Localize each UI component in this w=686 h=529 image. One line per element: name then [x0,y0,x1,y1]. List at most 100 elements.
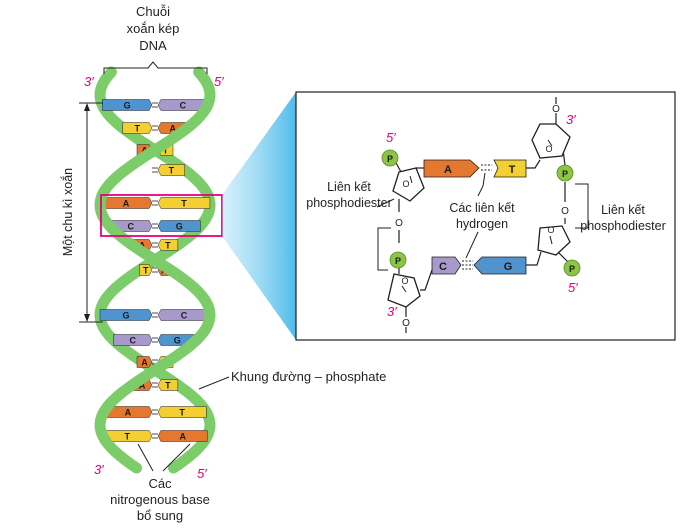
helix-title-line1: Chuỗi [136,4,170,19]
svg-text:C: C [439,261,447,273]
lower-left-sugar-to-c [420,269,433,291]
hydrogen-label-line2: hydrogen [456,217,508,231]
detail-base-thymine: T [493,159,527,178]
base-letter-left: A [141,358,148,368]
detail-bottom-left-prime: 3′ [387,304,397,319]
base-letter-left: T [143,266,149,276]
detail-panel [295,91,676,341]
base-letter-left: C [128,222,135,232]
base-letter-right: T [169,166,175,176]
phosphate-lower-left: P [389,251,407,269]
backbone-pointer [198,376,230,390]
hydrogen-bond-marks [152,409,158,415]
base-letter-left: C [129,336,136,346]
base-left [139,264,153,276]
bases-pointer-left [137,443,154,472]
base-letter-left: G [122,311,129,321]
turn-dimension [79,102,103,323]
hydrogen-bond-marks [152,102,158,108]
hydrogen-bond-marks [152,167,158,173]
hydrogen-bond-marks [152,267,158,273]
svg-text:P: P [395,256,401,266]
detail-hbonds-cg [462,260,473,270]
detail-base-cytosine: C [431,256,462,275]
helix-top-left-prime: 3′ [84,74,94,89]
helix-title-line2: xoắn kép [127,21,180,36]
detail-base-adenine: A [423,159,480,178]
phosphate-upper-right: P [556,164,574,182]
hydrogen-pointer-lower [465,231,479,259]
base-right [157,220,201,232]
left-phosphodiester-pointer [376,198,395,208]
backbone-label: Khung đường – phosphate [231,369,386,384]
base-left [113,334,153,346]
right-phosphodiester-bracket [575,183,589,229]
base-letter-right: T [165,241,171,251]
base-letter-left: T [135,124,141,134]
helix-bottom-left-prime: 3′ [94,462,104,477]
svg-text:G: G [504,261,513,273]
detail-top-left-prime: 5′ [386,130,396,145]
sugar-ring-lower-right [537,225,571,256]
svg-text:A: A [444,164,452,176]
base-left [99,309,153,321]
sugar-ring-upper-right [531,123,571,159]
helix-title-line3: DNA [139,38,167,53]
hydrogen-bond-marks [152,382,158,388]
base-letter-right: G [176,222,183,232]
phosphate-lower-right: P [563,259,581,277]
detail-hbonds-at [481,164,492,171]
base-right [157,164,185,176]
hydrogen-bond-marks [152,200,158,206]
oxygen-ring-lower-right: O [547,225,554,235]
oxygen-link-top: O [552,104,560,115]
base-pair: T [152,164,185,176]
detail-bottom-right-prime: 5′ [568,280,578,295]
helix-top-right-prime: 5′ [214,74,224,89]
left-phosphodiester-label-line2: phosphodiester [306,196,391,210]
base-letter-right: C [180,101,187,111]
base-letter-right: G [174,336,181,346]
oxygen-link-left: O [395,218,403,229]
zoom-wedge [222,92,296,340]
hydrogen-bond-marks [152,337,158,343]
detail-base-guanine: G [473,256,527,275]
oxygen-link-bottom: O [402,318,410,329]
svg-text:P: P [562,169,568,179]
right-phosphodiester-label-line2: phosphodiester [580,219,665,233]
base-left [101,99,153,111]
base-left [122,122,153,134]
hydrogen-bond-marks [152,433,158,439]
left-phosphodiester-bracket [377,227,391,271]
base-right [157,197,211,209]
base-letter-left: A [125,408,132,418]
hydrogen-bond-marks [152,125,158,131]
svg-text:P: P [569,264,575,274]
hydrogen-pointer [477,172,486,197]
hydrogen-bond-marks [152,223,158,229]
svg-text:T: T [509,164,516,176]
oxygen-link-right: O [561,206,569,217]
base-letter-right: T [181,199,187,209]
detail-top-right-prime: 3′ [566,112,576,127]
base-letter-right: T [165,381,171,391]
oxygen-ring-lower-left: O [401,276,408,286]
base-left [136,356,153,368]
bases-label-line1: Các [148,476,172,491]
base-letter-right: C [181,311,188,321]
base-letter-right: T [179,408,185,418]
right-phosphodiester-label-line1: Liên kết [601,203,645,217]
hydrogen-label-line1: Các liên kết [449,201,515,215]
bases-label-line2: nitrogenous base [110,492,210,507]
oxygen-ring-upper-right: O [545,144,552,154]
base-right [157,379,179,391]
phosphate-upper-left: P [381,149,399,167]
oxygen-ring-upper-left: O [402,179,409,189]
base-letter-right: T [163,146,169,156]
top-bracket [103,61,208,74]
